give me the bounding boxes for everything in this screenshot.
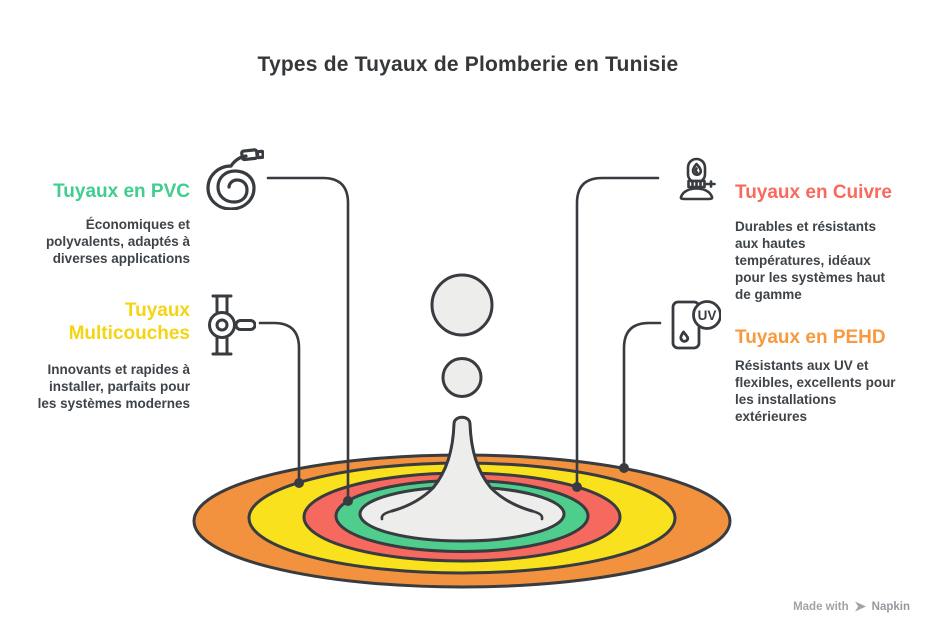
uv-protection-icon: UV (671, 300, 721, 350)
watermark-prefix: Made with (793, 600, 849, 613)
pvc-heading: Tuyaux en PVC (53, 181, 190, 202)
splash-curl-right (530, 509, 544, 521)
oil-lamp-icon (679, 157, 716, 201)
connector-pehd-line (622, 321, 662, 470)
napkin-logo-icon (854, 601, 866, 612)
page-title: Types de Tuyaux de Plomberie en Tunisie (257, 53, 679, 76)
pipe-valve-icon (208, 294, 256, 356)
splash-column-outline (390, 415, 534, 513)
connector-cuivre-line (575, 176, 660, 489)
droplet-small (441, 357, 483, 398)
pvc-description: Économiques et polyvalents, adaptés à di… (45, 217, 190, 266)
connector-multicouches-dot (294, 478, 304, 488)
splash-curl-left (380, 509, 394, 521)
connector-multicouches-line (258, 321, 301, 485)
uv-icon-label: UV (698, 308, 717, 323)
watermark-brand: Napkin (871, 600, 910, 613)
hose-coil-icon (206, 148, 264, 210)
splash-column (392, 417, 532, 516)
connector-cuivre-dot (572, 482, 582, 492)
cuivre-description: Durables et résistants aux hautes tempér… (735, 219, 886, 302)
connector-pvc-line (266, 176, 350, 503)
connector-pvc-dot (343, 496, 353, 506)
connector-pehd-dot (619, 463, 629, 473)
multicouches-heading: Tuyaux Multicouches (68, 300, 190, 344)
droplet-large (430, 273, 494, 337)
pehd-description: Résistants aux UV et flexibles, excellen… (735, 358, 896, 424)
pehd-heading: Tuyaux en PEHD (735, 327, 886, 348)
cuivre-heading: Tuyaux en Cuivre (735, 182, 892, 203)
multicouches-description: Innovants et rapides à installer, parfai… (37, 362, 190, 411)
made-with-napkin-badge[interactable]: Made with Napkin (793, 600, 910, 613)
